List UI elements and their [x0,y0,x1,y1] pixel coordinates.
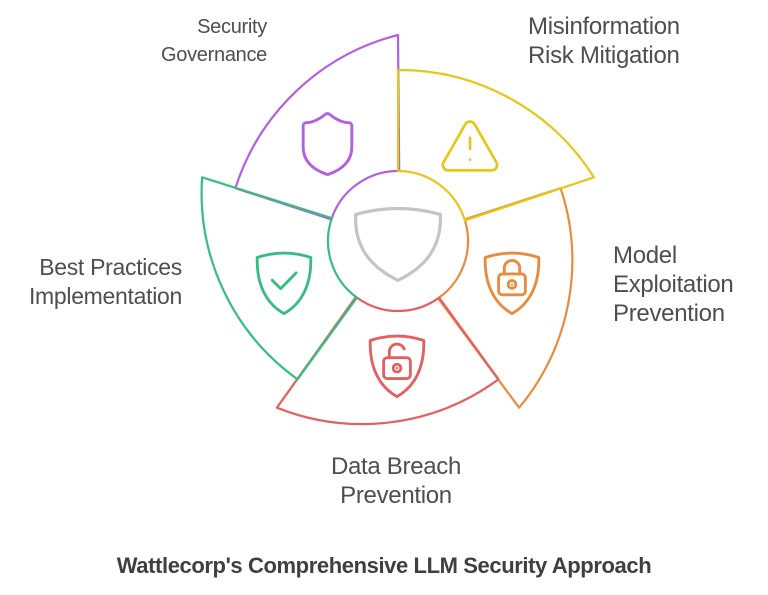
alert-triangle-icon [441,120,499,172]
shield-check-icon [255,251,313,315]
segment-shape-misinformation-risk-mitigation [396,68,595,222]
segment-shape-data-breach-prevention [275,295,500,426]
segment-label-misinformation-risk-mitigation: Misinformation Risk Mitigation [528,13,680,69]
diagram-title: Wattlecorp's Comprehensive LLM Security … [116,553,652,578]
segment-shape-model-exploitation-prevention [437,187,574,409]
shield-icon [301,112,354,176]
segment-shape-security-governance [234,33,401,221]
segment-label-security-governance: Security Governance [161,16,267,66]
segment-label-model-exploitation-prevention: Model Exploitation Prevention [613,242,734,327]
shield-unlock-icon [368,334,426,398]
shield-lock-icon [483,251,541,315]
segment-shape-best-practices-implementation [200,176,358,381]
segment-label-best-practices-implementation: Best Practices Implementation [28,254,182,309]
segment-label-data-breach-prevention: Data Breach Prevention [330,453,462,509]
shield-icon [354,206,442,282]
